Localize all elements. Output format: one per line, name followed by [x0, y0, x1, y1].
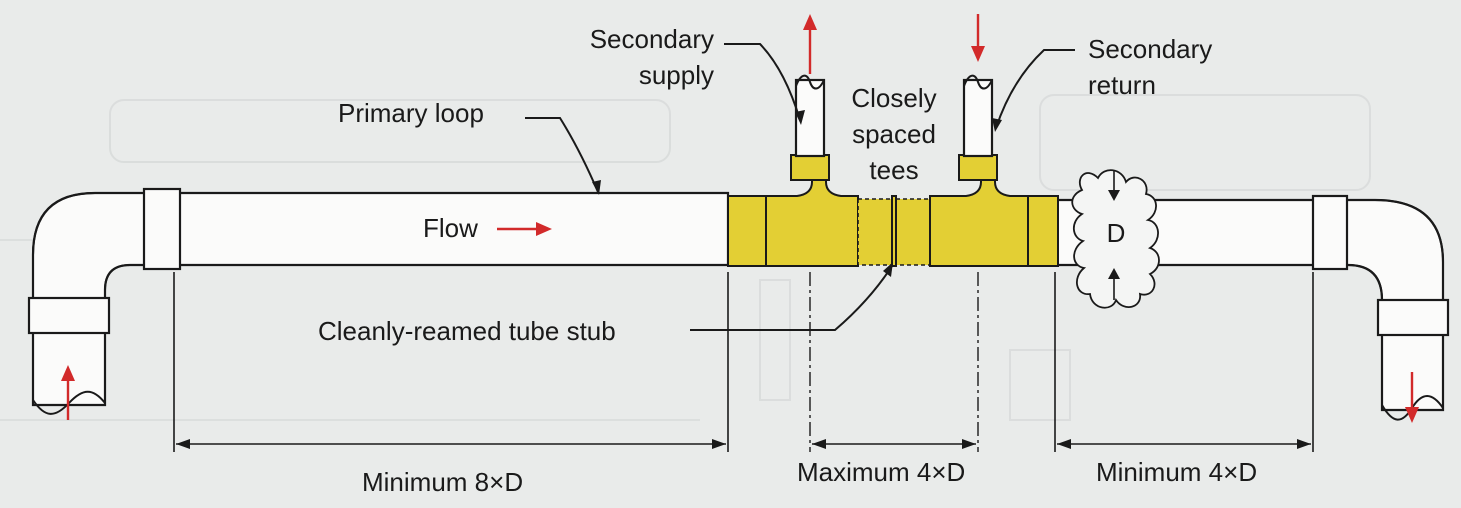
closely-spaced-tees-assembly	[727, 154, 1059, 267]
downstream-coupling	[1027, 195, 1059, 267]
supply-tee	[765, 177, 859, 267]
secondary-supply-label-line2: supply	[639, 60, 714, 90]
min-downstream-dimension-label: Minimum 4×D	[1096, 457, 1257, 487]
tube-stub-right	[895, 198, 931, 266]
closely-spaced-tees-label-line2: spaced	[852, 119, 936, 149]
leader-lines	[525, 43, 1075, 331]
dimension-lines	[176, 439, 1311, 449]
secondary-return-label-line1: Secondary	[1088, 34, 1212, 64]
right-riser-coupling	[1376, 298, 1450, 337]
return-tee-branch	[958, 154, 998, 181]
pipe-diameter-label: D	[1107, 218, 1126, 248]
min-upstream-dimension-label: Minimum 8×D	[362, 467, 523, 497]
extension-lines	[173, 272, 1314, 452]
flow-label: Flow	[423, 213, 478, 243]
closely-spaced-tees-label-line3: tees	[869, 155, 918, 185]
supply-tee-branch	[790, 154, 830, 181]
left-riser-coupling	[27, 296, 111, 335]
max-between-tees-dimension-label: Maximum 4×D	[797, 457, 965, 487]
left-horizontal-coupling	[142, 187, 182, 271]
primary-loop-label: Primary loop	[338, 98, 484, 128]
secondary-supply-label-line1: Secondary	[590, 24, 714, 54]
closely-spaced-tees-label-line1: Closely	[851, 83, 936, 113]
tube-stub-label: Cleanly-reamed tube stub	[318, 316, 616, 346]
right-horizontal-coupling	[1311, 194, 1349, 271]
upstream-coupling	[727, 195, 767, 267]
return-tee	[929, 177, 1029, 267]
pipe-diameter-indicator	[1071, 169, 1160, 309]
secondary-return-label-line2: return	[1088, 70, 1156, 100]
flow-arrows	[61, 14, 1419, 423]
left-riser-elbow	[27, 187, 730, 415]
text-labels: Secondary supply Secondary return Primar…	[318, 24, 1257, 497]
tube-stub-left	[857, 198, 893, 266]
